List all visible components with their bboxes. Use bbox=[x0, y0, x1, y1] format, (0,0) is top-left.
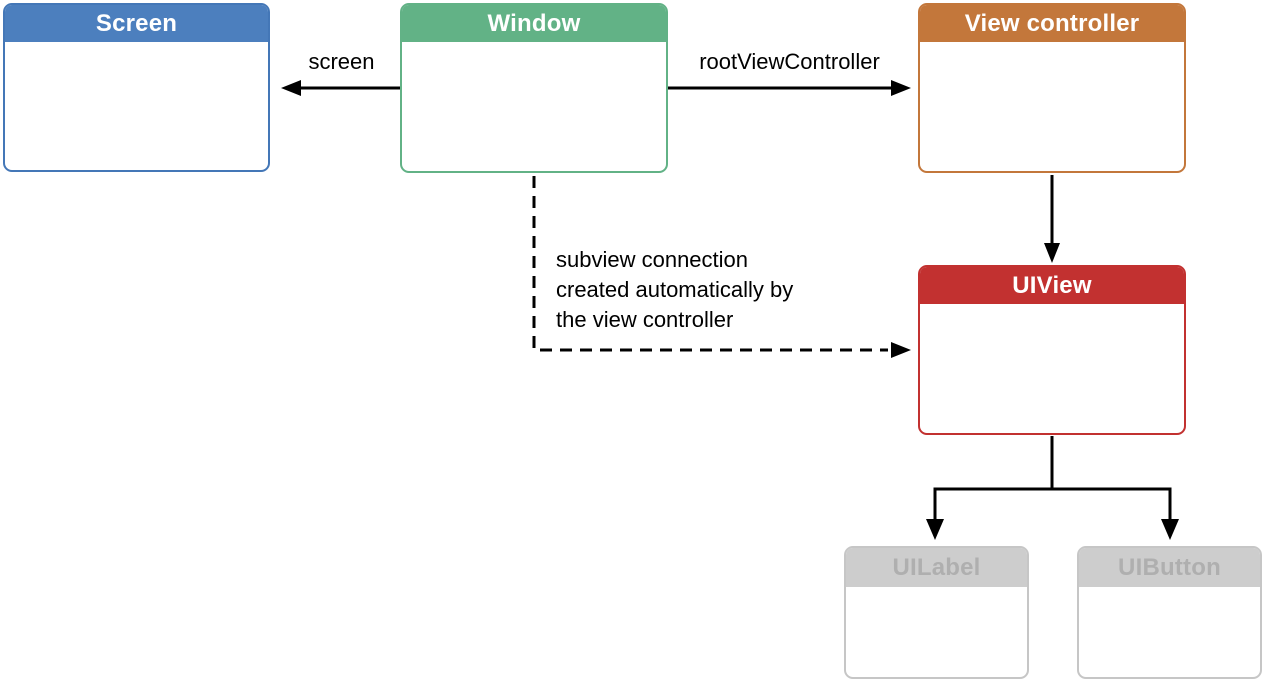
rootviewcontroller-arrow bbox=[668, 80, 911, 96]
uibutton-box: UIButton bbox=[1077, 546, 1262, 679]
screen-box-header: Screen bbox=[5, 5, 268, 42]
screen-box-title: Screen bbox=[95, 9, 178, 37]
subview-connection-note-line1: subview connection bbox=[556, 247, 749, 272]
uilabel-box-title: UILabel bbox=[892, 553, 981, 581]
viewcontroller-to-uiview-arrow bbox=[1044, 175, 1060, 263]
subview-connection-note: subview connection created automatically… bbox=[556, 245, 793, 335]
uiview-box: UIView bbox=[918, 265, 1186, 435]
uilabel-box: UILabel bbox=[844, 546, 1029, 679]
rootviewcontroller-arrow-label: rootViewController bbox=[699, 49, 880, 74]
uiview-children-connector bbox=[926, 436, 1179, 540]
view-controller-box-header: View controller bbox=[920, 5, 1184, 42]
uilabel-box-header: UILabel bbox=[846, 548, 1027, 587]
uibutton-box-header: UIButton bbox=[1079, 548, 1260, 587]
window-box-title: Window bbox=[487, 9, 581, 37]
view-controller-box: View controller bbox=[918, 3, 1186, 173]
view-controller-box-title: View controller bbox=[964, 9, 1140, 37]
screen-arrow bbox=[281, 80, 400, 96]
screen-arrow-label: screen bbox=[308, 49, 375, 74]
uibutton-box-title: UIButton bbox=[1118, 553, 1221, 581]
uiview-box-title: UIView bbox=[1012, 271, 1092, 299]
subview-connection-note-line2: created automatically by bbox=[556, 277, 794, 302]
screen-box: Screen bbox=[3, 3, 270, 172]
uiview-box-header: UIView bbox=[920, 267, 1184, 304]
subview-connection-note-line3: the view controller bbox=[556, 307, 734, 332]
window-box: Window bbox=[400, 3, 668, 173]
window-box-header: Window bbox=[402, 5, 666, 42]
